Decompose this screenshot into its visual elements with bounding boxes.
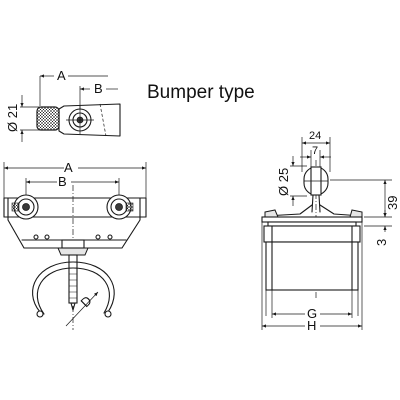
dim-b-front: B: [58, 174, 67, 189]
bumper-carriage-body: [58, 103, 121, 137]
dim-g: G: [307, 306, 317, 321]
dim-h: H: [307, 318, 316, 333]
bumper-body: [265, 241, 359, 291]
dim-24: 24: [309, 130, 321, 142]
dim-a-top: A: [57, 68, 66, 83]
side-view: 24 7 Ø 25: [261, 130, 400, 333]
bumper-detail-view: A B Ø 21: [5, 68, 121, 142]
dim-a-front: A: [64, 160, 73, 175]
dim-7: 7: [312, 145, 318, 157]
curtain-hook: [32, 261, 115, 313]
dim-3: 3: [374, 239, 389, 246]
title-text: Bumper type: [147, 82, 255, 103]
dim-39: 39: [385, 196, 400, 210]
front-view: A B: [3, 160, 147, 330]
dim-dia-25: Ø 25: [276, 168, 291, 196]
dim-b-top: B: [94, 81, 103, 96]
dim-d: D: [78, 293, 95, 310]
knurled-bumper: [36, 106, 60, 131]
top-plate: [261, 216, 363, 223]
dim-dia-21: Ø 21: [5, 104, 20, 132]
threaded-rod: [68, 254, 78, 304]
swivel-nut: [57, 247, 89, 256]
